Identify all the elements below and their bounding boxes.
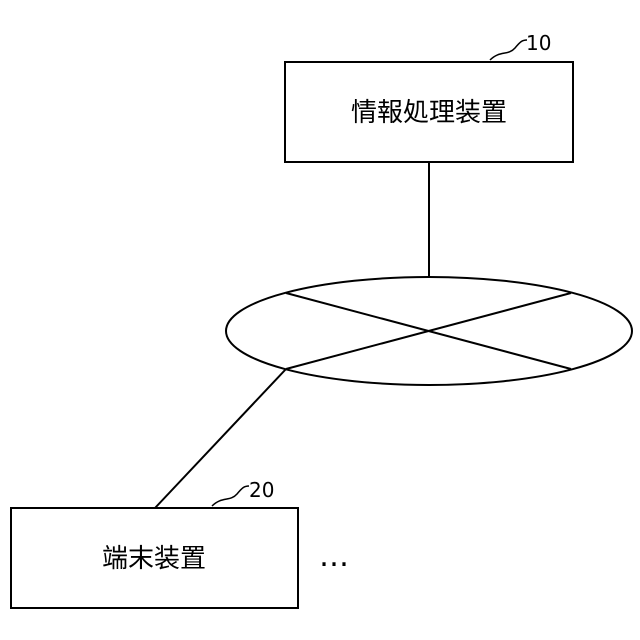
ref-20-leader xyxy=(212,486,249,506)
ref-10-label: 10 xyxy=(526,31,551,55)
ref-10: 10 xyxy=(490,31,551,60)
ref-20: 20 xyxy=(212,478,274,506)
info-processing-device: 情報処理装置 xyxy=(285,62,573,162)
info-processing-device-label: 情報処理装置 xyxy=(351,98,507,128)
terminal-device: 端末装置 xyxy=(11,508,298,608)
ref-10-leader xyxy=(490,40,527,60)
terminal-device-label: 端末装置 xyxy=(102,544,206,574)
network xyxy=(226,277,632,385)
ref-20-label: 20 xyxy=(249,478,274,502)
more-terminals-ellipsis: … xyxy=(319,539,351,574)
